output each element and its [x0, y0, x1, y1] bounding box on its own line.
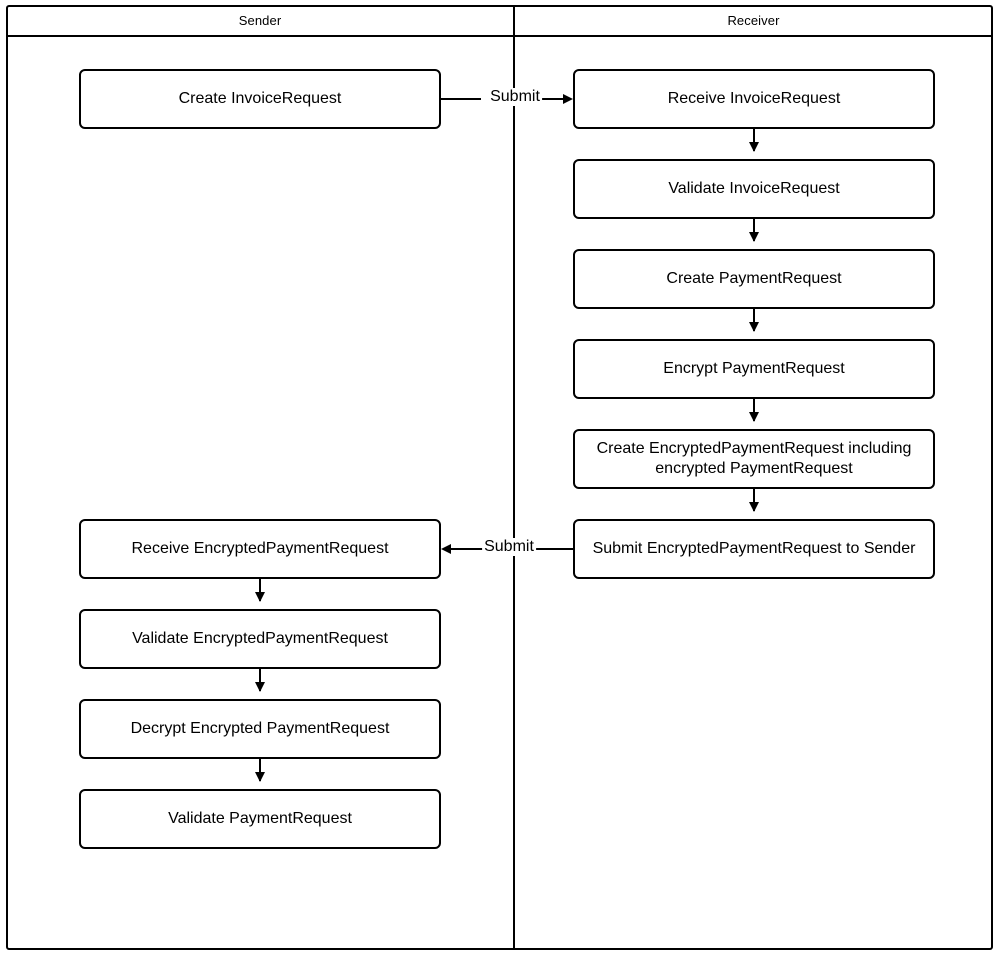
swimlane-header-band: Sender Receiver [6, 5, 993, 37]
edge-submit-invoice-request [441, 94, 573, 104]
node-encrypt-payment-request[interactable]: Encrypt PaymentRequest [573, 339, 935, 399]
node-validate-encrypted-payment-request[interactable]: Validate EncryptedPaymentRequest [79, 609, 441, 669]
lane-divider [513, 5, 515, 950]
node-receive-encrypted-payment-request[interactable]: Receive EncryptedPaymentRequest [79, 519, 441, 579]
arrow-validate-encrypted-to-decrypt-payment-request [259, 669, 261, 691]
arrow-validate-invoice-to-create-payment-request [753, 219, 755, 241]
edge-submit-encrypted-payment-request-to-sender [441, 544, 573, 554]
arrow-create-to-encrypt-payment-request [753, 309, 755, 331]
node-create-payment-request[interactable]: Create PaymentRequest [573, 249, 935, 309]
edge-label-submit-invoice-request: Submit [488, 88, 542, 106]
arrow-decrypt-to-validate-payment-request [259, 759, 261, 781]
lane-header-receiver: Receiver [727, 12, 780, 28]
node-create-invoice-request[interactable]: Create InvoiceRequest [79, 69, 441, 129]
lane-header-sender: Sender [238, 12, 282, 28]
arrow-create-encrypted-to-submit-encrypted-payment-request [753, 489, 755, 511]
node-decrypt-encrypted-payment-request[interactable]: Decrypt Encrypted PaymentRequest [79, 699, 441, 759]
node-validate-payment-request[interactable]: Validate PaymentRequest [79, 789, 441, 849]
arrow-receive-to-validate-invoice-request [753, 129, 755, 151]
node-receive-invoice-request[interactable]: Receive InvoiceRequest [573, 69, 935, 129]
arrow-receive-to-validate-encrypted-payment-request [259, 579, 261, 601]
node-submit-encrypted-payment-request[interactable]: Submit EncryptedPaymentRequest to Sender [573, 519, 935, 579]
node-create-encrypted-payment-request[interactable]: Create EncryptedPaymentRequest including… [573, 429, 935, 489]
node-validate-invoice-request[interactable]: Validate InvoiceRequest [573, 159, 935, 219]
arrow-encrypt-to-create-encrypted-payment-request [753, 399, 755, 421]
edge-label-submit-encrypted-payment-request: Submit [482, 538, 536, 556]
